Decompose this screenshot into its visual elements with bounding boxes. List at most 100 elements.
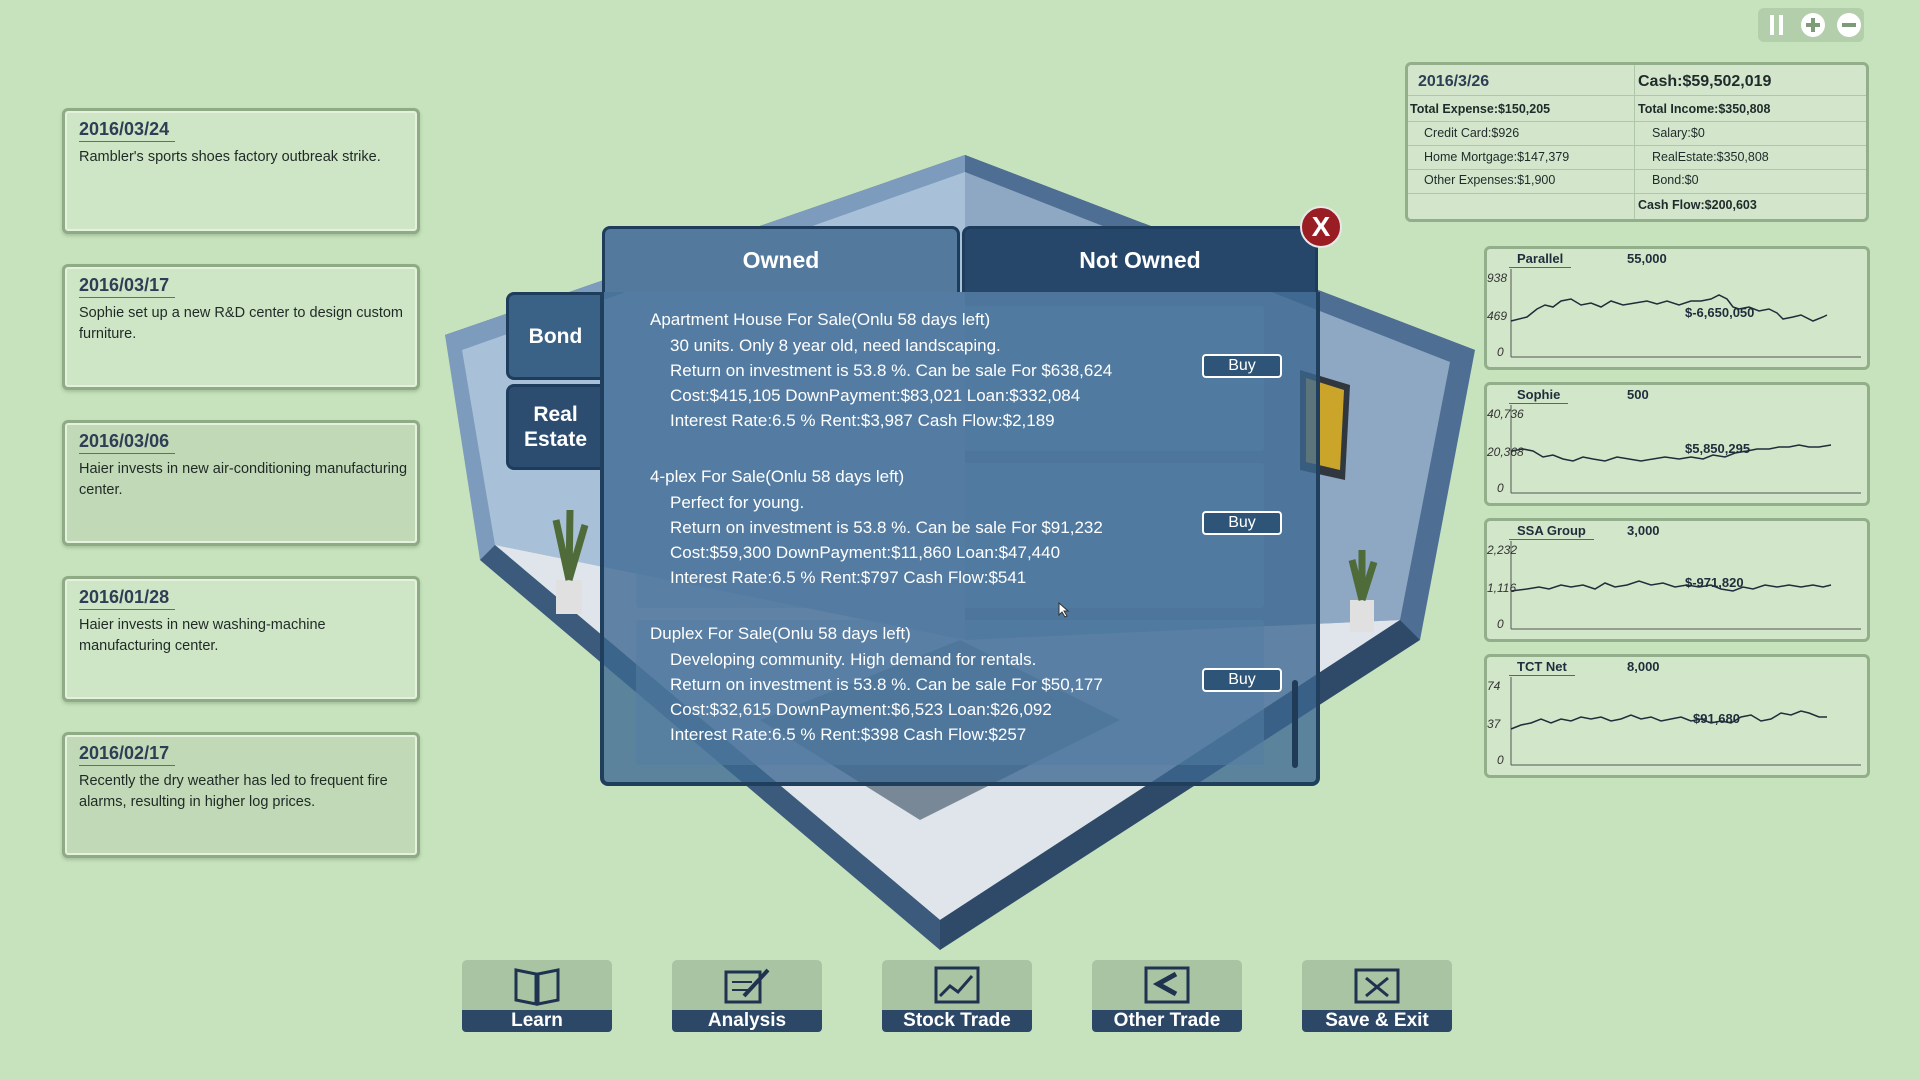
news-date: 2016/03/24 — [79, 119, 176, 142]
finance-summary: 2016/3/26 Cash:$59,502,019 Total Expense… — [1405, 62, 1869, 222]
stock-holding-value: $-971,820 — [1685, 575, 1744, 590]
stock-holding-value: $-6,650,050 — [1685, 305, 1755, 320]
axis-tick: 20,368 — [1487, 445, 1524, 459]
buy-button[interactable]: Buy — [1202, 668, 1282, 692]
stock-holding-value: $91,680 — [1693, 711, 1740, 726]
cash-balance: Cash:$59,502,019 — [1638, 73, 1772, 90]
book-icon — [514, 968, 560, 1006]
news-date: 2016/03/17 — [79, 275, 176, 298]
axis-tick: 74 — [1487, 679, 1501, 693]
axis-tick: 938 — [1487, 271, 1508, 285]
stock-trade-label: Stock Trade — [882, 1010, 1032, 1032]
buy-button[interactable]: Buy — [1202, 511, 1282, 535]
stock-chart-sophie[interactable]: Sophie 500 40,736 20,368 0 $5,850,295 — [1484, 382, 1870, 506]
learn-label: Learn — [462, 1010, 612, 1032]
stock-name: Parallel — [1508, 251, 1572, 268]
real-estate-income: RealEstate:$350,808 — [1652, 150, 1769, 164]
axis-tick: 37 — [1487, 717, 1501, 731]
tab-not-owned[interactable]: Not Owned — [962, 226, 1318, 292]
pause-icon — [1770, 15, 1783, 35]
stock-name: TCT Net — [1509, 659, 1575, 676]
stock-chart-ssa-group[interactable]: SSA Group 3,000 2,232 1,116 0 $-971,820 — [1484, 518, 1870, 642]
other-trade-button[interactable]: Other Trade — [1092, 960, 1242, 1032]
zoom-out-button[interactable] — [1834, 10, 1864, 40]
learn-button[interactable]: Learn — [462, 960, 612, 1032]
plant-left — [552, 509, 589, 614]
analysis-label: Analysis — [672, 1010, 822, 1032]
stock-price: 8,000 — [1627, 659, 1660, 674]
stock-chart-tct-net[interactable]: TCT Net 8,000 74 37 0 $91,680 — [1484, 654, 1870, 778]
listing-title: Apartment House For Sale(Onlu 58 days le… — [650, 310, 991, 329]
news-text: Haier invests in new air-conditioning ma… — [79, 461, 408, 498]
analysis-button[interactable]: Analysis — [672, 960, 822, 1032]
pause-button[interactable] — [1762, 10, 1792, 40]
axis-tick: 0 — [1497, 753, 1504, 767]
tab-bond[interactable]: Bond — [506, 292, 602, 380]
exit-icon — [1354, 968, 1400, 1004]
listing-description: 30 units. Only 8 year old, need landscap… — [670, 336, 1001, 355]
stock-price: 55,000 — [1627, 251, 1667, 266]
total-expense: Total Expense:$150,205 — [1410, 102, 1551, 116]
home-mortgage: Home Mortgage:$147,379 — [1424, 150, 1570, 164]
bond-income: Bond:$0 — [1652, 173, 1699, 187]
stock-line — [1510, 580, 1832, 592]
list-item: 4-plex For Sale(Onlu 58 days left) Perfe… — [636, 463, 1282, 608]
listings-panel: Apartment House For Sale(Onlu 58 days le… — [600, 292, 1320, 786]
listing-title: Duplex For Sale(Onlu 58 days left) — [650, 624, 911, 643]
tab-owned[interactable]: Owned — [602, 226, 960, 292]
other-expenses: Other Expenses:$1,900 — [1424, 173, 1556, 187]
listing-title: 4-plex For Sale(Onlu 58 days left) — [650, 467, 905, 486]
buy-button[interactable]: Buy — [1202, 354, 1282, 378]
listing-description: Perfect for young. — [670, 493, 805, 512]
axis-tick: 469 — [1487, 309, 1508, 323]
cash-flow: Cash Flow:$200,603 — [1638, 198, 1757, 212]
salary: Salary:$0 — [1652, 126, 1705, 140]
news-date: 2016/02/17 — [79, 743, 176, 766]
save-exit-button[interactable]: Save & Exit — [1302, 960, 1452, 1032]
axis-tick: 40,736 — [1487, 407, 1524, 421]
plus-icon — [1801, 13, 1825, 37]
news-item: 2016/01/28 Haier invests in new washing-… — [62, 576, 420, 702]
stock-line — [1510, 710, 1827, 730]
line-chart-icon — [934, 966, 980, 1004]
stock-chart-parallel[interactable]: Parallel 55,000 938 469 0 $-6,650,050 — [1484, 246, 1870, 370]
listing-interest: Interest Rate:6.5 % Rent:$3,987 Cash Flo… — [670, 411, 1055, 430]
minus-icon — [1837, 13, 1861, 37]
axis-tick: 0 — [1497, 345, 1504, 359]
listing-roi: Return on investment is 53.8 %. Can be s… — [670, 361, 1113, 380]
listing-roi: Return on investment is 53.8 %. Can be s… — [670, 675, 1103, 694]
total-income: Total Income:$350,808 — [1638, 102, 1771, 116]
investment-dialog: Owned Not Owned Apartment House For Sale… — [600, 226, 1320, 786]
listing-cost: Cost:$415,105 DownPayment:$83,021 Loan:$… — [670, 386, 1081, 405]
stock-price: 500 — [1627, 387, 1649, 402]
close-icon: X — [1311, 211, 1331, 242]
tab-owned-label: Owned — [742, 247, 820, 273]
stock-trade-button[interactable]: Stock Trade — [882, 960, 1032, 1032]
credit-card: Credit Card:$926 — [1424, 126, 1520, 140]
axis-tick: 0 — [1497, 617, 1504, 631]
listing-interest: Interest Rate:6.5 % Rent:$398 Cash Flow:… — [670, 725, 1027, 744]
zoom-in-button[interactable] — [1798, 10, 1828, 40]
news-date: 2016/03/06 — [79, 431, 176, 454]
scrollbar-thumb[interactable] — [1292, 680, 1298, 768]
listing-cost: Cost:$59,300 DownPayment:$11,860 Loan:$4… — [670, 543, 1061, 562]
news-text: Recently the dry weather has led to freq… — [79, 773, 388, 810]
plant-right — [1348, 550, 1378, 632]
cursor-icon — [1058, 602, 1070, 618]
stock-price: 3,000 — [1627, 523, 1660, 538]
news-item: 2016/03/17 Sophie set up a new R&D cente… — [62, 264, 420, 390]
close-button[interactable]: X — [1300, 206, 1342, 248]
news-date: 2016/01/28 — [79, 587, 176, 610]
list-item: Apartment House For Sale(Onlu 58 days le… — [636, 306, 1282, 451]
axis-tick: 0 — [1497, 481, 1504, 495]
news-item: 2016/03/06 Haier invests in new air-cond… — [62, 420, 420, 546]
listing-roi: Return on investment is 53.8 %. Can be s… — [670, 518, 1103, 537]
listing-cost: Cost:$32,615 DownPayment:$6,523 Loan:$26… — [670, 700, 1052, 719]
tab-not-owned-label: Not Owned — [1079, 247, 1201, 273]
news-text: Haier invests in new washing-machine man… — [79, 617, 326, 654]
axis-tick: 2,232 — [1487, 543, 1518, 557]
news-text: Sophie set up a new R&D center to design… — [79, 305, 404, 342]
finance-date: 2016/3/26 — [1418, 73, 1490, 90]
